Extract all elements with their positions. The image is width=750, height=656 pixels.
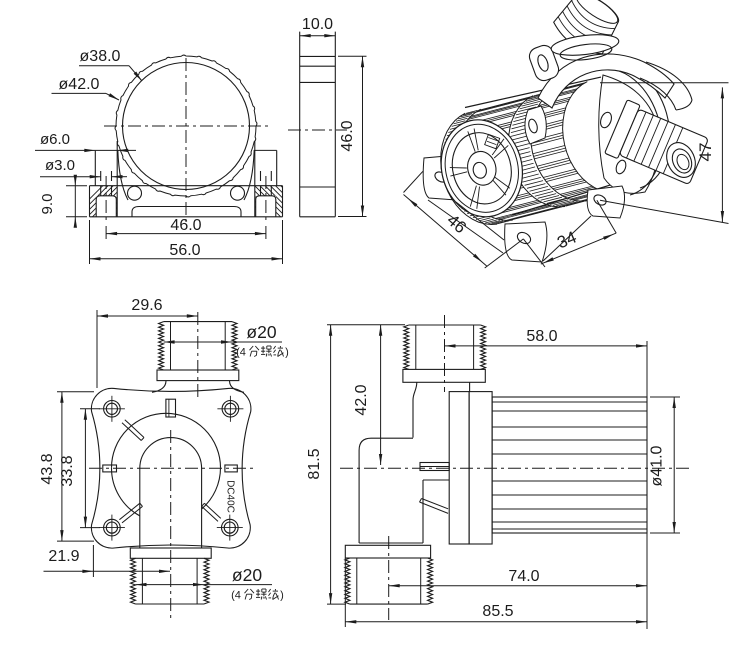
svg-text:33.8: 33.8 xyxy=(59,455,76,486)
svg-text:(4: (4 xyxy=(231,590,241,602)
svg-text:21.9: 21.9 xyxy=(48,548,79,565)
svg-text:58.0: 58.0 xyxy=(526,328,557,345)
svg-text:ø41.0: ø41.0 xyxy=(649,445,666,486)
svg-text:ø20: ø20 xyxy=(246,322,276,342)
svg-text:ø42.0: ø42.0 xyxy=(59,76,100,93)
svg-text:74.0: 74.0 xyxy=(508,568,539,585)
svg-text:47: 47 xyxy=(696,143,715,162)
svg-text:): ) xyxy=(285,347,289,359)
svg-text:43.8: 43.8 xyxy=(39,453,56,484)
svg-text:85.5: 85.5 xyxy=(482,603,513,620)
svg-text:46.0: 46.0 xyxy=(339,120,356,151)
svg-text:(4: (4 xyxy=(236,347,246,359)
svg-text:): ) xyxy=(280,590,284,602)
svg-text:29.6: 29.6 xyxy=(131,297,162,314)
svg-text:ø3.0: ø3.0 xyxy=(45,157,75,174)
svg-text:DC40C: DC40C xyxy=(225,480,236,513)
svg-text:ø20: ø20 xyxy=(232,565,262,585)
svg-text:42.0: 42.0 xyxy=(353,384,370,415)
svg-text:56.0: 56.0 xyxy=(169,242,200,259)
svg-text:81.5: 81.5 xyxy=(306,448,323,479)
svg-text:9.0: 9.0 xyxy=(39,194,56,215)
svg-text:ø6.0: ø6.0 xyxy=(40,131,70,148)
svg-text:46.0: 46.0 xyxy=(170,217,201,234)
svg-text:10.0: 10.0 xyxy=(302,16,333,33)
svg-text:ø38.0: ø38.0 xyxy=(80,48,121,65)
